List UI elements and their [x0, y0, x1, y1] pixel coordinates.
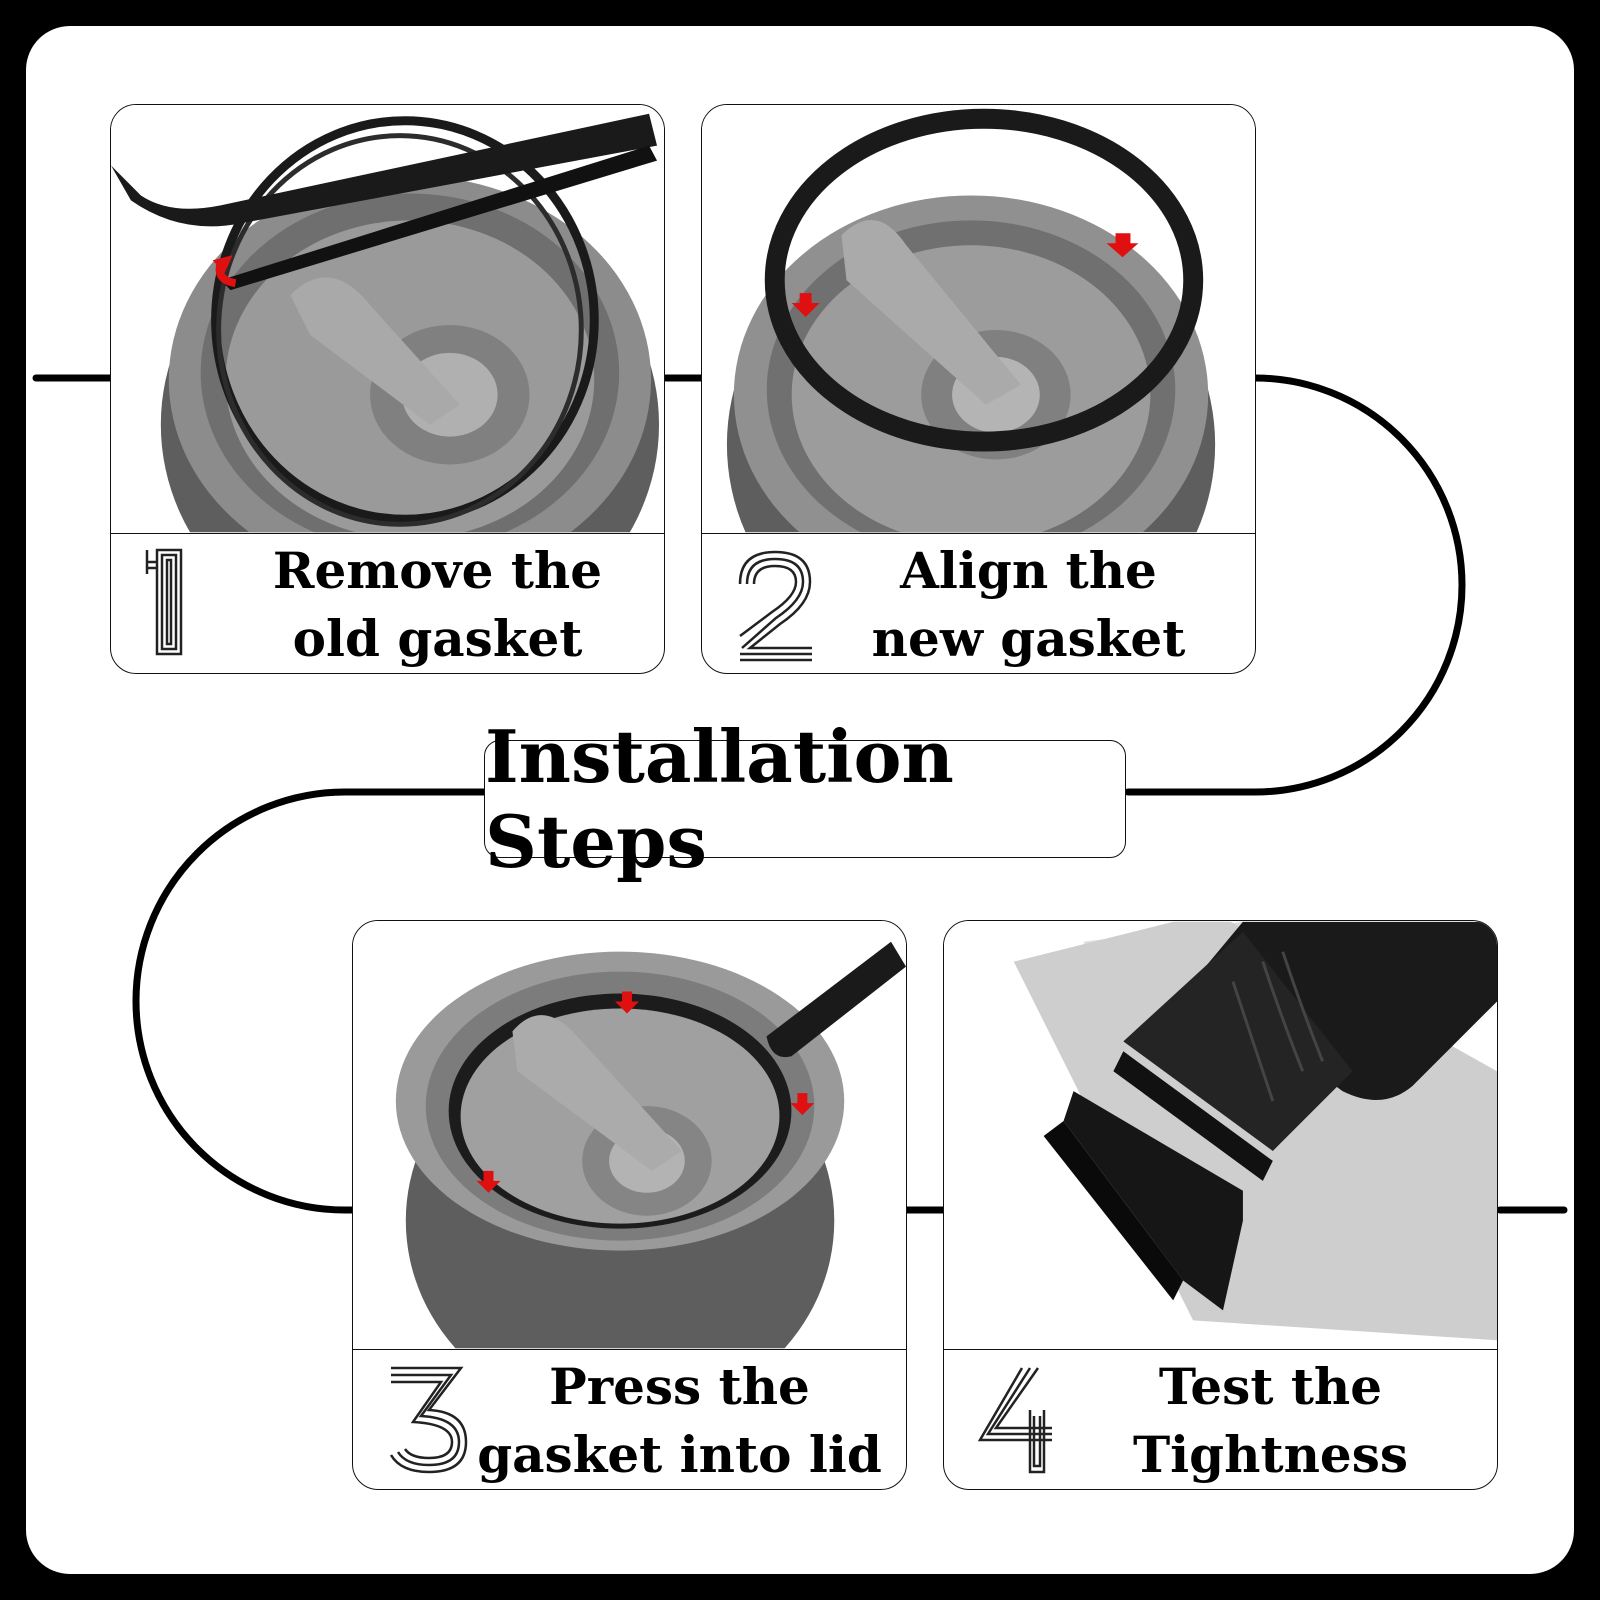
tweezers-removing-gasket-icon: [111, 105, 664, 533]
step-4-line-1: Test the: [1158, 1357, 1383, 1416]
step-caption-3: Press the gasket into lid: [353, 1349, 906, 1489]
gasket-alignment-icon: [702, 105, 1255, 533]
step-caption-2: Align the new gasket: [702, 533, 1255, 673]
step-2-line-1: Align the: [900, 541, 1157, 600]
step-number-1-icon: [139, 544, 239, 664]
step-number-3-icon: [381, 1360, 481, 1480]
step-card-1: Remove the old gasket: [110, 104, 665, 674]
step-2-line-2: new gasket: [871, 609, 1186, 668]
step-3-line-2: gasket into lid: [477, 1425, 882, 1484]
step-number-2-icon: [730, 544, 830, 664]
step-1-line-2: old gasket: [292, 609, 583, 668]
page-title: Installation Steps: [484, 714, 1126, 884]
step-card-4: Test the Tightness: [943, 920, 1498, 1490]
step-caption-1: Remove the old gasket: [111, 533, 664, 673]
step-card-3: Press the gasket into lid: [352, 920, 907, 1490]
step-3-line-1: Press the: [549, 1357, 810, 1416]
step-4-line-2: Tightness: [1132, 1425, 1409, 1484]
step-card-2: Align the new gasket: [701, 104, 1256, 674]
step-1-line-1: Remove the: [272, 541, 603, 600]
page-title-text: Installation Steps: [485, 714, 954, 884]
step-caption-4: Test the Tightness: [944, 1349, 1497, 1489]
gasket-press-icon: [353, 921, 906, 1349]
bottle-tightness-test-icon: [944, 921, 1497, 1349]
step-number-4-icon: [972, 1360, 1072, 1480]
